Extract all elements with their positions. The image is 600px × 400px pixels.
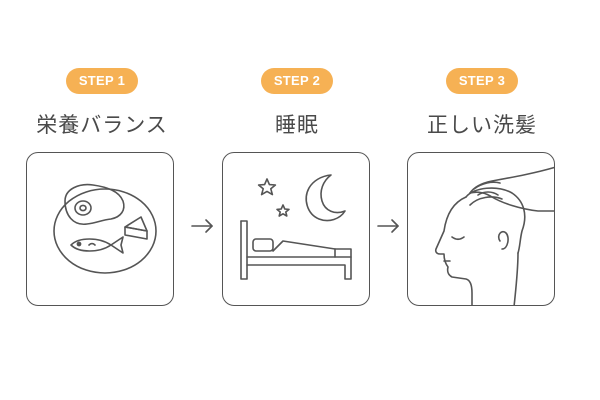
step-2-card: [222, 152, 370, 306]
step-3-card: [407, 152, 555, 306]
head-wash-icon: [434, 166, 554, 305]
step-2-title: 睡眠: [275, 113, 319, 137]
step-3-badge: STEP 3: [446, 68, 518, 94]
balanced-meal-icon: [53, 183, 157, 274]
step-3-title: 正しい洗髪: [427, 113, 537, 137]
step-1-card: [26, 152, 174, 306]
arrow-right-icon: [191, 219, 213, 233]
step-1-title: 栄養バランス: [36, 113, 168, 137]
arrow-right-icon: [377, 219, 399, 233]
step-2-badge: STEP 2: [261, 68, 333, 94]
sleep-bed-icon: [240, 174, 352, 280]
step-1-badge: STEP 1: [66, 68, 138, 94]
